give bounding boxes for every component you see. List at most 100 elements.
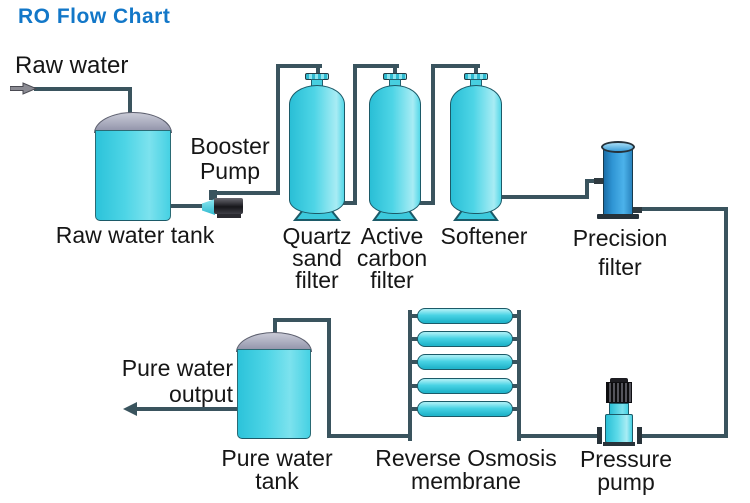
ro-stub [512, 314, 520, 318]
pipe-right-downcomer [724, 207, 728, 438]
pipe-into-cap3 [474, 64, 478, 77]
ro-tube [417, 378, 513, 394]
label-pure-water-tank: Pure water tank [207, 447, 347, 493]
pipe-top1-h [276, 64, 322, 68]
pipe-raw-inlet-h [34, 87, 132, 91]
label-quartz-sand-filter: Quartz sand filter [277, 223, 357, 293]
ro-tube [417, 401, 513, 417]
pipe-ro-to-tank-h [329, 434, 410, 438]
precision-top [601, 141, 635, 153]
booster-pump-shape [202, 190, 246, 218]
booster-pump-outlet-nub [209, 190, 217, 200]
ro-stub [512, 337, 520, 341]
pump-motor [606, 382, 632, 403]
precision-outlet-stub [630, 207, 642, 213]
pipe-step-v [585, 179, 589, 199]
precision-body [603, 147, 633, 217]
label-line: Active [360, 223, 424, 249]
ro-tube [417, 331, 513, 347]
label-line: output [169, 381, 233, 407]
label-line: filter [370, 267, 414, 293]
pipe-output-line [134, 407, 237, 411]
pipe-pump-to-ro [519, 434, 598, 438]
ro-tube [417, 308, 513, 324]
page-title: RO Flow Chart [18, 5, 171, 28]
ro-membrane-shape [405, 305, 525, 441]
ro-stub [512, 360, 520, 364]
label-ro-membrane: Reverse Osmosis membrane [356, 447, 576, 493]
pipe-into-cap2 [393, 64, 397, 77]
label-line: Quartz [282, 223, 352, 249]
ro-tube [417, 354, 513, 370]
pipe-into-pure-tank [273, 318, 277, 344]
label-booster-pump: Booster Pump [180, 134, 280, 184]
pipe-pump-riser [276, 64, 280, 195]
label-line: Pump [199, 158, 261, 184]
label-line: Pressure [579, 446, 673, 472]
pressure-pump-shape [596, 378, 644, 448]
pipe-raw-inlet-v [128, 87, 132, 119]
label-line: Pure water [221, 445, 333, 471]
ro-stub [410, 314, 418, 318]
pipe-bottom-right-h [640, 434, 728, 438]
pump-body [605, 414, 633, 443]
pipe-precision-out [638, 207, 728, 211]
label-line: sand [292, 245, 342, 271]
label-line: Pure water [121, 355, 233, 381]
pipe-top3-h [431, 64, 480, 68]
pipe-tank-top-h [273, 318, 331, 322]
pipe-v2-out [418, 201, 435, 205]
pump-left-flange [597, 427, 602, 444]
label-line: Precision [572, 225, 668, 251]
ro-stub [410, 337, 418, 341]
vessel-body [289, 85, 345, 214]
label-line: Reverse Osmosis [375, 445, 557, 471]
label-line: Booster [190, 133, 270, 159]
precision-base [597, 214, 639, 219]
vessel-body [450, 85, 502, 214]
pipe-v1-out [342, 201, 357, 205]
label-line: filter [295, 267, 339, 293]
quartz-sand-filter-shape [289, 73, 345, 223]
output-arrow-icon [123, 402, 137, 416]
label-pressure-pump: Pressure pump [566, 448, 686, 494]
label-precision-filter: Precision filter [558, 224, 682, 282]
inlet-arrow-icon [10, 82, 38, 95]
label-softener: Softener [440, 223, 528, 249]
vessel-body [369, 85, 421, 214]
ro-right-manifold [517, 310, 521, 441]
ro-stub [410, 360, 418, 364]
label-pure-water-output: Pure water output [100, 355, 233, 407]
label-line: filter [598, 254, 642, 280]
label-line: tank [255, 468, 299, 494]
precision-inlet-stub [594, 178, 605, 184]
pipe-tank-riser [327, 318, 331, 438]
label-raw-water: Raw water [15, 52, 129, 79]
booster-pump-base [217, 214, 241, 218]
label-line: carbon [356, 245, 428, 271]
pipe-top2-h [353, 64, 399, 68]
ro-stub [512, 407, 520, 411]
ro-left-manifold [408, 310, 412, 441]
pipe-tank-to-pump [168, 204, 204, 208]
raw-tank-body [95, 130, 171, 221]
precision-filter-shape [594, 139, 642, 221]
softener-shape [450, 73, 502, 223]
pipe-pump-out-h [210, 191, 280, 195]
pipe-v2v3-riser [431, 64, 435, 205]
booster-pump-body [214, 198, 243, 214]
label-active-carbon-filter: Active carbon filter [352, 223, 432, 293]
label-line: membrane [411, 468, 521, 494]
pump-right-flange [637, 427, 642, 444]
pipe-softener-out [497, 195, 589, 199]
pump-motor-cap [610, 378, 628, 383]
ro-stub [410, 384, 418, 388]
ro-stub [410, 407, 418, 411]
pure-tank-body [237, 349, 311, 439]
pump-base [603, 442, 635, 446]
label-raw-water-tank: Raw water tank [55, 222, 215, 248]
ro-stub [512, 384, 520, 388]
booster-pump-inlet [202, 199, 215, 215]
active-carbon-filter-shape [369, 73, 421, 223]
